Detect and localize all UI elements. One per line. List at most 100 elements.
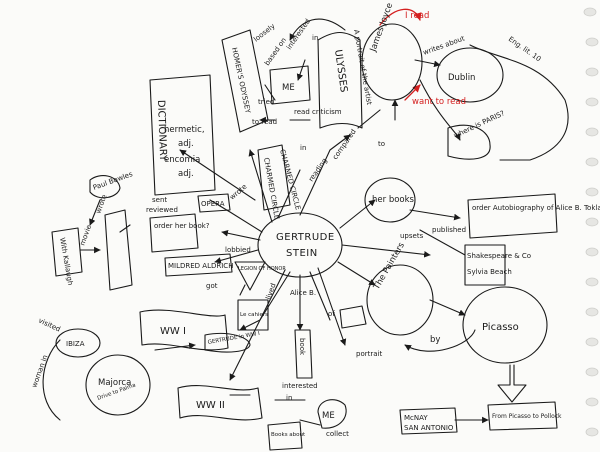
node-paul-bowles-blob xyxy=(89,175,121,199)
node-book-small-box xyxy=(294,329,313,379)
node-order-autobiography-box xyxy=(467,193,558,239)
label-majorca: Majorca xyxy=(98,378,131,388)
label-dictionary: DICTIONARY xyxy=(155,100,168,163)
node-dublin-circle xyxy=(436,47,504,103)
label-encomia: encomia xyxy=(164,155,200,165)
node-mildred-box xyxy=(164,253,233,277)
node-opera-box xyxy=(197,193,231,213)
node-me-top-box xyxy=(269,65,311,105)
label-published: published xyxy=(432,226,466,234)
label-mcnay: McNAY xyxy=(404,414,428,422)
node-books-about-box xyxy=(267,421,303,451)
label-upsets: upsets xyxy=(400,232,424,240)
label-sylvia-beach: Sylvia Beach xyxy=(467,268,512,276)
center-label-line1: GERTRUDE xyxy=(276,232,335,243)
node-her-books-circle xyxy=(364,177,416,223)
label-movie: movie xyxy=(78,224,93,247)
label-mildred-aldrich: MILDRED ALDRICH xyxy=(168,262,233,270)
node-book-wrote xyxy=(104,209,133,291)
label-the-painters: The Painters xyxy=(371,240,407,292)
label-a-portrait: A portrait of the artist xyxy=(352,29,373,106)
label-to-read: to read xyxy=(252,118,277,126)
node-charmed-circle-book xyxy=(257,144,291,211)
label-picasso-pollock: From Picasso to Pollock xyxy=(492,413,562,420)
label-charmed-circle: CHARMED CIRCLE xyxy=(262,157,281,220)
label-order-her-book: order her book? xyxy=(154,222,210,230)
node-mcnay-box xyxy=(399,407,458,435)
label-dublin: Dublin xyxy=(448,73,475,83)
label-me-2: ME xyxy=(322,411,335,421)
node-legion-triangle xyxy=(234,261,266,291)
label-sent: sent xyxy=(152,196,167,204)
label-her-books: her books xyxy=(372,195,415,205)
label-hermetic: hermetic, xyxy=(164,125,205,135)
label-me-top: ME xyxy=(282,83,295,93)
connectors xyxy=(42,8,569,426)
label-woman-in: woman in xyxy=(30,354,49,389)
label-english-lit: Eng. lit. 10 xyxy=(507,35,543,63)
label-lived: lived xyxy=(264,282,277,301)
label-where-is-paris: where is PARIS? xyxy=(452,109,506,140)
label-collect: collect xyxy=(326,430,349,438)
label-i-read: I read xyxy=(405,11,429,21)
label-homers-odyssey: HOMER'S ODYSSEY xyxy=(230,47,252,115)
node-majorca-circle xyxy=(85,354,151,416)
label-james-joyce: James Joyce xyxy=(368,2,395,54)
node-ulysses-book xyxy=(317,31,363,129)
label-le-cahiers: Le cahiers xyxy=(240,312,268,318)
label-opera: OPERA xyxy=(201,200,225,208)
diagram-shapes xyxy=(51,23,558,451)
label-visited: visited xyxy=(37,317,61,334)
label-by: by xyxy=(430,335,440,345)
label-legion-of-honor: LEGION OF HONOR xyxy=(238,266,286,272)
label-interested-2: interested xyxy=(282,382,318,390)
label-in-2: in xyxy=(286,394,292,402)
label-lobbied: lobbied xyxy=(225,246,251,254)
label-based-on: based on xyxy=(263,36,288,67)
label-book-small: book xyxy=(298,338,306,356)
label-alice-b: Alice B. xyxy=(290,289,316,297)
label-compared: compared xyxy=(331,128,358,161)
node-order-her-book-box xyxy=(149,213,199,253)
node-ww1-flag xyxy=(139,309,229,351)
label-encomia-pos: adj. xyxy=(178,169,194,179)
label-hermetic-pos: adj. xyxy=(178,139,194,149)
node-painters-circle xyxy=(366,264,434,336)
node-gertrude-ww1-banner xyxy=(204,332,251,353)
node-picasso-circle xyxy=(462,286,548,364)
label-tried: tried xyxy=(258,98,274,106)
label-reading: reading xyxy=(307,157,329,183)
label-wrote: wrote xyxy=(228,183,248,202)
label-read-criticism: read criticism xyxy=(294,108,342,116)
label-to: to xyxy=(378,140,385,148)
label-san-antonio: SAN ANTONIO xyxy=(404,424,454,432)
label-order-autobiography: order Autobiography of Alice B. Toklas xyxy=(472,204,600,212)
label-in-circle: in xyxy=(300,144,306,152)
label-in-top: in xyxy=(312,34,318,42)
label-ww2: WW II xyxy=(196,400,225,411)
label-portrait: portrait xyxy=(356,350,382,358)
node-ww2-flag xyxy=(177,385,263,421)
node-with-kallaugh-box xyxy=(51,227,83,277)
node-me-bottom-blob xyxy=(317,399,347,429)
node-le-cahiers-box xyxy=(237,299,269,331)
label-of: of xyxy=(328,310,335,318)
node-shakespeare-box xyxy=(464,244,506,286)
label-ulysses: ULYSSES xyxy=(332,49,349,93)
node-james-joyce-circle xyxy=(361,23,423,101)
node-homers-odyssey-book xyxy=(221,29,269,133)
label-with-kallaugh: With Kallaugh xyxy=(58,237,74,286)
label-picasso: Picasso xyxy=(482,322,519,333)
node-dictionary-page xyxy=(149,74,216,196)
label-loosely: loosely xyxy=(252,22,276,43)
label-writes-about: writes about xyxy=(422,34,466,57)
label-want-to-read: want to read xyxy=(412,97,466,107)
label-paul-bowles: Paul Bowles xyxy=(92,170,134,192)
label-shakespeare: Shakespeare & Co xyxy=(467,252,531,260)
label-ww1: WW I xyxy=(160,326,186,337)
center-label-line2: STEIN xyxy=(286,248,318,259)
node-gertrude-stein-circle xyxy=(257,212,343,278)
node-ibiza-circle xyxy=(55,328,101,358)
label-reviewed: reviewed xyxy=(146,206,178,214)
